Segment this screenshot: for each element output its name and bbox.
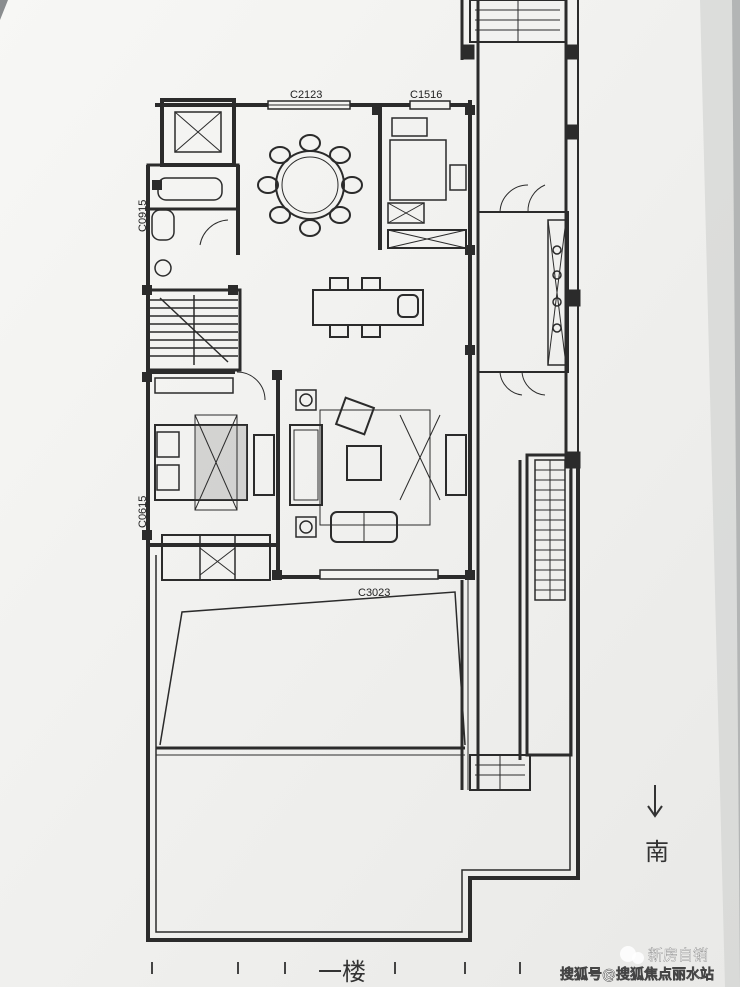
window-label-c2123: C2123 — [290, 89, 322, 101]
living-room — [289, 389, 467, 580]
window-top-dining — [267, 100, 351, 110]
paper-shadow-right — [700, 0, 740, 987]
window-label-c3023: C3023 — [358, 587, 390, 599]
watermark: 新房自销 搜狐号@搜狐焦点丽水站 — [560, 946, 715, 983]
bedroom — [148, 370, 280, 581]
yard-terrace — [146, 460, 580, 942]
interior-stairs — [146, 288, 242, 372]
dimension-ticks — [151, 962, 521, 974]
island-table — [312, 277, 424, 338]
structural-columns — [142, 105, 475, 580]
kitchen — [378, 100, 467, 250]
watermark-source: 搜狐号@搜狐焦点丽水站 — [560, 966, 714, 983]
window-label-c0915: C0915 — [137, 200, 149, 232]
south-arrow-icon — [647, 785, 663, 818]
compass-label-south: 南 — [645, 838, 669, 866]
exterior-stairs — [469, 453, 573, 791]
window-label-c1516: C1516 — [410, 89, 442, 101]
floor-label-handwritten: 一楼 — [318, 958, 366, 986]
east-corridor — [460, 0, 581, 790]
window-label-c0615: C0615 — [137, 496, 149, 528]
dining-table — [257, 134, 363, 237]
watermark-channel: 新房自销 — [648, 946, 708, 964]
